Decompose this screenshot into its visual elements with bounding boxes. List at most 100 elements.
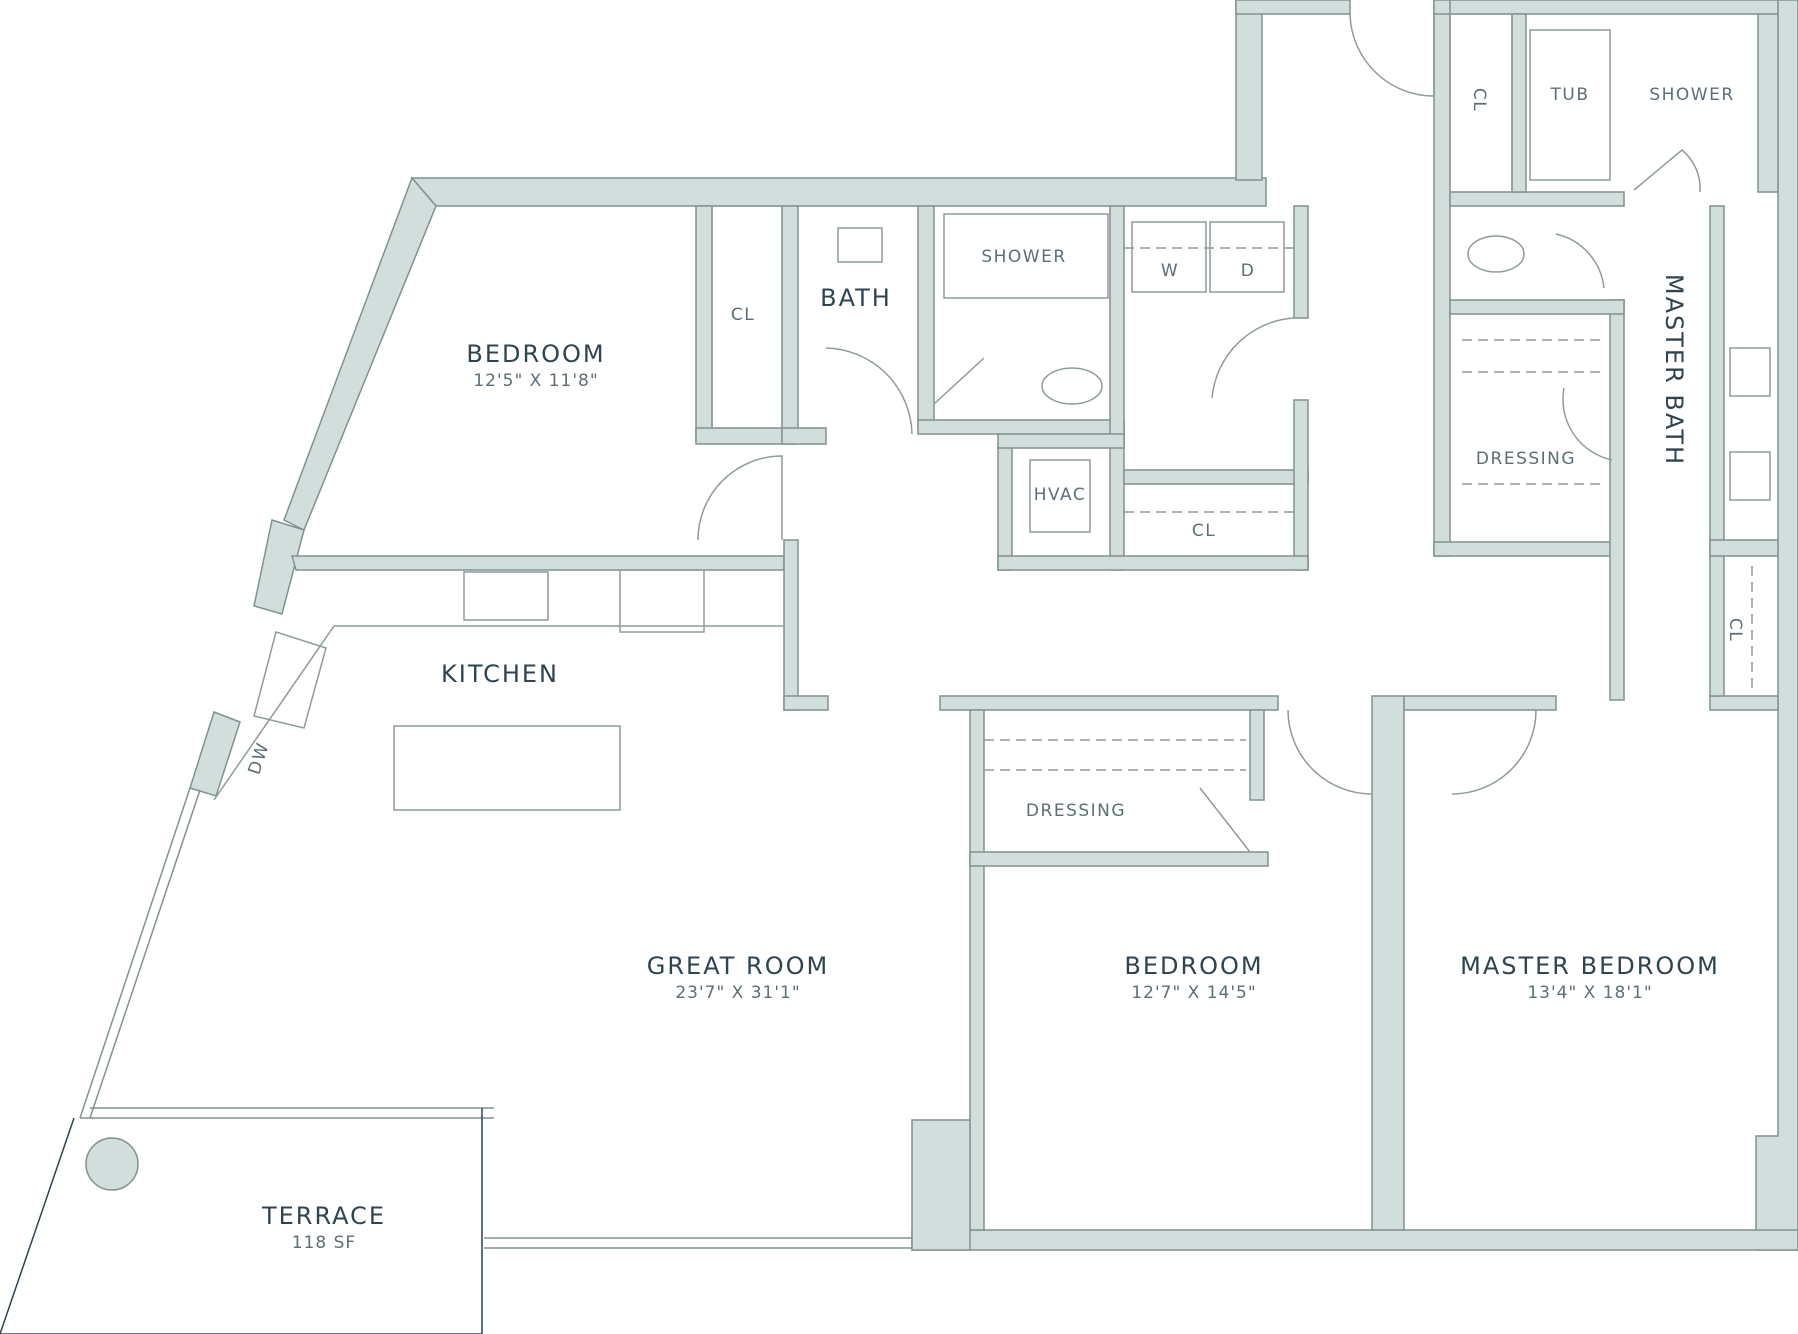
label-great-room: GREAT ROOM (647, 952, 829, 980)
label-dishwasher: DW (245, 740, 274, 777)
label-master-bath: MASTER BATH (1660, 274, 1688, 466)
door-master-toilet (1555, 233, 1605, 289)
dryer-outline (1209, 221, 1285, 293)
kitchen-island (393, 725, 621, 811)
tub-outline (1529, 29, 1611, 181)
label-terrace-area: 118 SF (292, 1233, 356, 1253)
wall-bath-right (917, 205, 935, 429)
window-left-2 (89, 789, 201, 1119)
bath-sink (837, 227, 883, 263)
label-bedroom-1: BEDROOM (466, 340, 605, 368)
door-shower (933, 357, 985, 405)
door-bath (825, 347, 913, 435)
wall-top-stub (1235, 0, 1351, 15)
bath-toilet (1041, 367, 1103, 405)
label-shower-bath: SHOWER (981, 247, 1066, 267)
wall-left-exterior (283, 176, 437, 532)
wall-laundry-right-low (1293, 399, 1309, 571)
fixtures (213, 13, 1771, 853)
door-master-shower (1633, 149, 1701, 193)
label-great-room-dims: 23'7" X 31'1" (675, 983, 800, 1003)
wall-bedroom2-top (939, 695, 1279, 711)
closet-master-top-rail (1449, 13, 1513, 193)
wall-master-dressing-right (1609, 299, 1625, 701)
label-hvac: HVAC (1034, 485, 1087, 505)
walls (189, 0, 1798, 1251)
cooktop (463, 571, 549, 621)
label-washer: W (1161, 261, 1179, 281)
wall-top-right (1433, 0, 1798, 15)
door-bedroom2 (1287, 709, 1373, 795)
wall-cl-right (781, 205, 799, 441)
terrace-planter (85, 1137, 139, 1191)
wall-hvac-bottom (997, 555, 1309, 571)
wall-great-room-pier (911, 1119, 971, 1251)
label-bedroom-2: BEDROOM (1124, 952, 1263, 980)
windows (79, 787, 912, 1249)
label-closet-master-top: CL (1469, 88, 1489, 112)
label-dressing-master: DRESSING (1476, 449, 1576, 469)
wall-master-top-right (1709, 695, 1779, 711)
label-dressing-bedroom2: DRESSING (1026, 801, 1126, 821)
wall-master-shower-right (1757, 13, 1779, 193)
label-closet-bedroom1: CL (731, 305, 755, 325)
hvac-unit (1029, 459, 1091, 533)
wall-bath-bottom (917, 419, 1125, 435)
wall-hvac-top (997, 433, 1125, 449)
wall-laundry-bottom (1123, 469, 1309, 485)
wall-kitchen-back (291, 555, 785, 571)
label-dryer: D (1241, 261, 1256, 281)
wall-bath-left (781, 427, 827, 445)
wall-hall-upper (1235, 0, 1263, 181)
kitchen-sink (253, 631, 327, 729)
fridge (619, 569, 705, 633)
wall-master-closet-left (1433, 13, 1451, 557)
master-toilet (1467, 235, 1525, 273)
wall-dressing-bottom (969, 851, 1269, 867)
label-terrace: TERRACE (261, 1202, 386, 1230)
wall-bottom-exterior (911, 1229, 1798, 1251)
label-tub: TUB (1550, 85, 1590, 105)
kitchen-counter-left (213, 625, 335, 801)
wall-left-pier (253, 519, 305, 615)
label-master-bedroom: MASTER BEDROOM (1460, 952, 1720, 980)
label-closet-hall: CL (1192, 521, 1216, 541)
label-bedroom-2-dims: 12'7" X 14'5" (1131, 983, 1256, 1003)
wall-master-closet-bottom (1433, 541, 1621, 557)
wall-bedroom2-left (969, 709, 985, 1231)
label-bedroom-1-dims: 12'5" X 11'8" (473, 371, 598, 391)
terrace-boundary (0, 1108, 483, 1334)
wall-bath-mid (1109, 205, 1125, 571)
label-closet-master-right: CL (1725, 618, 1745, 642)
door-entry (1349, 13, 1435, 97)
closet-bedroom1-rail (711, 205, 783, 429)
label-master-bedroom-dims: 13'4" X 18'1" (1527, 983, 1652, 1003)
door-bedroom1 (697, 455, 783, 541)
master-sink-1 (1729, 347, 1771, 397)
master-sink-2 (1729, 451, 1771, 501)
wall-master-toilet-bottom (1449, 299, 1625, 315)
door-laundry (1211, 317, 1295, 399)
wall-kitchen-right (783, 539, 799, 711)
wall-vanity-left (1709, 205, 1725, 697)
window-left-1 (79, 787, 191, 1119)
label-bath: BATH (820, 284, 892, 312)
washer-outline (1131, 221, 1207, 293)
wall-bedroom1-right (695, 205, 713, 441)
wall-laundry-right (1293, 205, 1309, 319)
door-master-dressing (1562, 387, 1613, 461)
wall-vanity-bottom (1709, 539, 1779, 557)
shower-bath-outline (943, 213, 1109, 299)
door-dressing2 (1199, 787, 1251, 853)
wall-master-tub-right (1511, 13, 1527, 193)
wall-master-top (1403, 695, 1557, 711)
wall-bedroom1-bottom (695, 427, 797, 445)
label-shower-master: SHOWER (1649, 85, 1734, 105)
wall-left-pier-2 (189, 711, 241, 797)
wall-dressing-right (1249, 709, 1265, 801)
wall-bedroom-top (410, 177, 1267, 207)
label-kitchen: KITCHEN (441, 660, 559, 688)
wall-hvac-left (997, 443, 1013, 571)
room-labels: BEDROOM 12'5" X 11'8" BATH KITCHEN GREAT… (245, 85, 1745, 1253)
